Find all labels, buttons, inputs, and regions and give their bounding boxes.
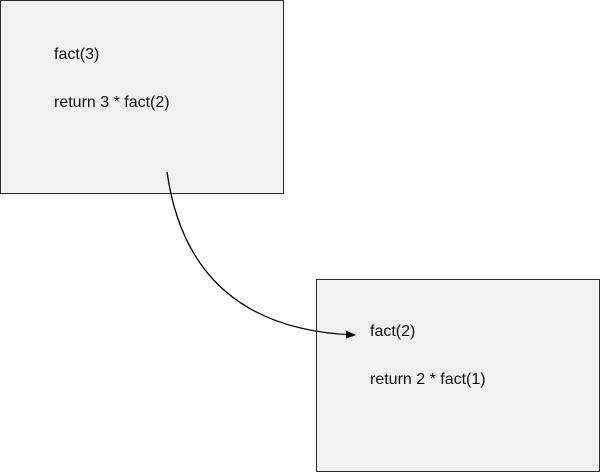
frame-return-statement: return 3 * fact(2) — [54, 94, 170, 111]
frame-call-label: fact(3) — [54, 46, 100, 63]
call-frame-fact-2: fact(2) return 2 * fact(1) — [316, 279, 600, 472]
frame-return-statement: return 2 * fact(1) — [370, 371, 486, 388]
call-frame-fact-3: fact(3) return 3 * fact(2) — [0, 0, 284, 194]
frame-call-label: fact(2) — [370, 323, 416, 340]
